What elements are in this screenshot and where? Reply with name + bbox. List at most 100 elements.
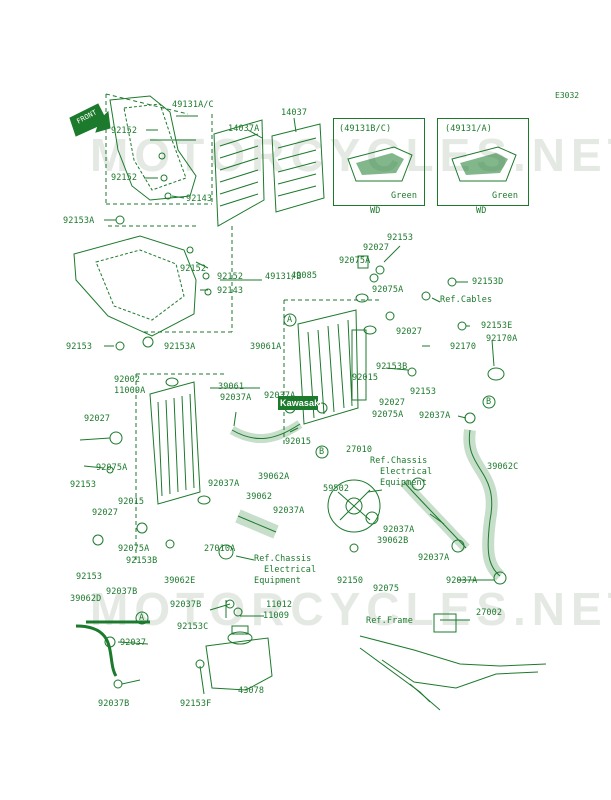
part-label[interactable]: 92037A	[446, 576, 478, 586]
ref-chassis-label[interactable]: Electrical	[264, 565, 317, 575]
ref-frame-label[interactable]: Ref.Frame	[366, 616, 413, 626]
part-label[interactable]: 92015	[118, 497, 145, 507]
part-label[interactable]: 27010A	[204, 544, 236, 554]
part-label[interactable]: 39061	[218, 382, 245, 392]
part-label[interactable]: 92037B	[98, 699, 130, 709]
part-label[interactable]: 92153F	[180, 699, 212, 709]
radiator-louvre-left	[213, 119, 265, 227]
front-arrow-icon	[69, 103, 111, 137]
part-label[interactable]: 11012	[266, 600, 293, 610]
part-label[interactable]: 92075A	[372, 410, 404, 420]
ref-letter-a1: A	[287, 315, 293, 325]
part-label[interactable]: 39062E	[164, 576, 196, 586]
part-label[interactable]: 92075	[373, 584, 400, 594]
part-label[interactable]: 49131A/C	[172, 100, 214, 110]
coolant-reservoir-tank	[205, 600, 273, 691]
part-label[interactable]: 92170	[450, 342, 477, 352]
part-label[interactable]: 43078	[238, 686, 265, 696]
part-label[interactable]: 92152	[111, 126, 138, 136]
brand-logo-text: Kawasaki	[280, 398, 322, 408]
part-label[interactable]: 92152	[217, 272, 244, 282]
part-label[interactable]: 92152	[111, 173, 138, 183]
part-label[interactable]: 92153C	[177, 622, 209, 632]
part-label[interactable]: 11009A	[114, 386, 146, 396]
part-label[interactable]: 92037B	[170, 600, 202, 610]
part-label[interactable]: 92153B	[126, 556, 158, 566]
hose-39062C	[463, 429, 505, 581]
ref-letter-b2: B	[486, 397, 492, 407]
part-label[interactable]: 92153A	[164, 342, 196, 352]
radiator-fan	[327, 479, 381, 533]
part-label[interactable]: 92037A	[220, 393, 252, 403]
part-label[interactable]: 92037A	[418, 553, 450, 563]
inset-a-title: (49131/A)	[445, 124, 492, 134]
watermark-top: MOTORCYCLES.NET	[90, 129, 611, 181]
part-label[interactable]: 92150	[337, 576, 364, 586]
part-label[interactable]: 92027	[92, 508, 119, 518]
ref-chassis-label[interactable]: Equipment	[254, 576, 301, 586]
part-label[interactable]: 92037A	[208, 479, 240, 489]
part-label[interactable]: 92027	[379, 398, 406, 408]
part-label[interactable]: 39062B	[377, 536, 409, 546]
ref-chassis-label[interactable]: Electrical	[380, 467, 433, 477]
shroud-a-icon	[451, 146, 517, 182]
part-label[interactable]: 92153D	[472, 277, 504, 287]
part-label[interactable]: 92153A	[63, 216, 95, 226]
inset-bc-green: Green	[391, 191, 418, 201]
part-label[interactable]: 59502	[323, 484, 350, 494]
ref-chassis-label[interactable]: Ref.Chassis	[370, 456, 428, 466]
part-label[interactable]: 92015	[285, 437, 312, 447]
part-label[interactable]: 92153	[76, 572, 103, 582]
part-label[interactable]: 92037A	[419, 411, 451, 421]
ref-chassis-label[interactable]: Equipment	[380, 478, 427, 488]
inset-variant-a	[437, 118, 529, 206]
part-label[interactable]: 49085	[291, 271, 318, 281]
radiator-louvre-right	[271, 123, 325, 213]
kawasaki-logo	[278, 396, 318, 410]
part-label[interactable]: 92075A	[118, 544, 150, 554]
part-label[interactable]: 92152	[180, 264, 207, 274]
part-label[interactable]: 92027	[84, 414, 111, 424]
part-label[interactable]: 39062D	[70, 594, 102, 604]
part-label[interactable]: 92037A	[264, 391, 296, 401]
frame-section	[359, 613, 547, 711]
hose-39062D	[75, 624, 118, 677]
part-label[interactable]: 39062	[246, 492, 273, 502]
part-label[interactable]: 92075A	[339, 256, 371, 266]
part-label[interactable]: 14037A	[228, 124, 260, 134]
ref-cables-label[interactable]: Ref.Cables	[440, 295, 493, 305]
part-label[interactable]: 92153	[387, 233, 414, 243]
part-label[interactable]: 92075A	[96, 463, 128, 473]
part-label[interactable]: 92153B	[376, 362, 408, 372]
part-label[interactable]: 92153	[410, 387, 437, 397]
shroud-bc-icon	[347, 146, 413, 182]
part-label[interactable]: 39062A	[258, 472, 290, 482]
part-label[interactable]: 92170A	[486, 334, 518, 344]
radiator-shroud-upper	[109, 95, 197, 201]
ref-chassis-label[interactable]: Ref.Chassis	[254, 554, 312, 564]
part-label[interactable]: 92153E	[481, 321, 513, 331]
part-label[interactable]: 92075A	[372, 285, 404, 295]
part-label[interactable]: 92037B	[106, 587, 138, 597]
part-label[interactable]: 92143	[217, 286, 244, 296]
part-label[interactable]: 39062C	[487, 462, 519, 472]
part-label[interactable]: 92037A	[273, 506, 305, 516]
part-label[interactable]: 27002	[476, 608, 503, 618]
inset-bc-wd: WD	[370, 206, 381, 216]
part-label[interactable]: 27010	[346, 445, 373, 455]
part-label[interactable]: 92015	[352, 373, 379, 383]
part-label[interactable]: 92002	[114, 375, 141, 385]
part-label[interactable]: 92037A	[383, 525, 415, 535]
part-label[interactable]: 14037	[281, 108, 308, 118]
part-label[interactable]: 92037	[120, 638, 147, 648]
part-label[interactable]: 11009	[263, 611, 290, 621]
part-label[interactable]: 39061A	[250, 342, 282, 352]
part-label[interactable]: 92143	[186, 194, 213, 204]
inset-bc-title: (49131B/C)	[339, 124, 392, 134]
part-label[interactable]: 92027	[396, 327, 423, 337]
part-label[interactable]: 92027	[363, 243, 390, 253]
part-label[interactable]: 92153	[66, 342, 93, 352]
radiator-shroud-lower	[73, 235, 212, 337]
part-label[interactable]: 92153	[70, 480, 97, 490]
part-label[interactable]: 49131/B	[265, 272, 302, 282]
